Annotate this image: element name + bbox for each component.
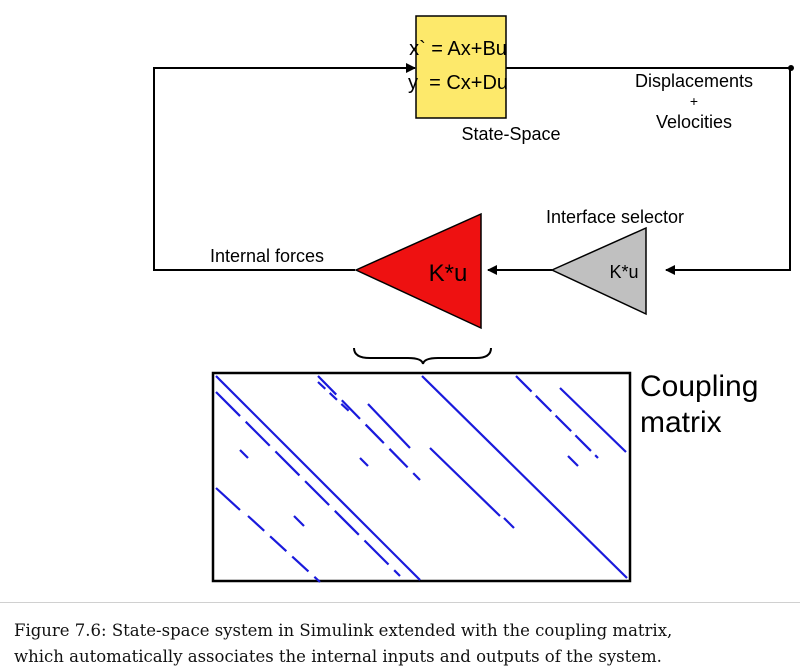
displacements-label: Displacements <box>635 71 753 91</box>
figure-caption: Figure 7.6: State-space system in Simuli… <box>14 618 784 670</box>
coupling-matrix-label-line1: Coupling <box>640 370 758 403</box>
curly-brace <box>353 347 492 365</box>
state-space-block[interactable]: x` = Ax+Bu y = Cx+Du <box>408 15 508 119</box>
velocities-label: Velocities <box>656 112 732 132</box>
interface-selector-gain: K*u <box>609 262 638 282</box>
plus-label: + <box>690 93 698 109</box>
matrix-sparsity-pattern <box>215 375 628 583</box>
output-equation: y = Cx+Du <box>408 72 508 94</box>
simulink-diagram: x` = Ax+Bu y = Cx+Du State-Space Displac… <box>153 15 794 583</box>
state-equation: x` = Ax+Bu <box>409 38 507 60</box>
coupling-gain-block[interactable]: K*u <box>354 212 482 330</box>
caption-line-1: Figure 7.6: State-space system in Simuli… <box>14 621 673 640</box>
interface-selector-label: Interface selector <box>546 207 684 227</box>
internal-forces-label: Internal forces <box>210 246 324 266</box>
internal-forces-line <box>153 63 416 271</box>
state-space-label: State-Space <box>461 124 560 144</box>
caption-line-2: which automatically associates the inter… <box>14 647 662 666</box>
coupling-matrix-label-line2: matrix <box>640 406 722 439</box>
selector-input-line <box>665 68 791 275</box>
coupling-matrix <box>211 371 632 583</box>
coupling-gain-text: K*u <box>429 260 468 287</box>
signal-lines <box>153 63 791 275</box>
interface-selector-block[interactable]: K*u <box>550 226 647 316</box>
caption-separator <box>0 602 800 603</box>
branch-point <box>788 65 794 71</box>
